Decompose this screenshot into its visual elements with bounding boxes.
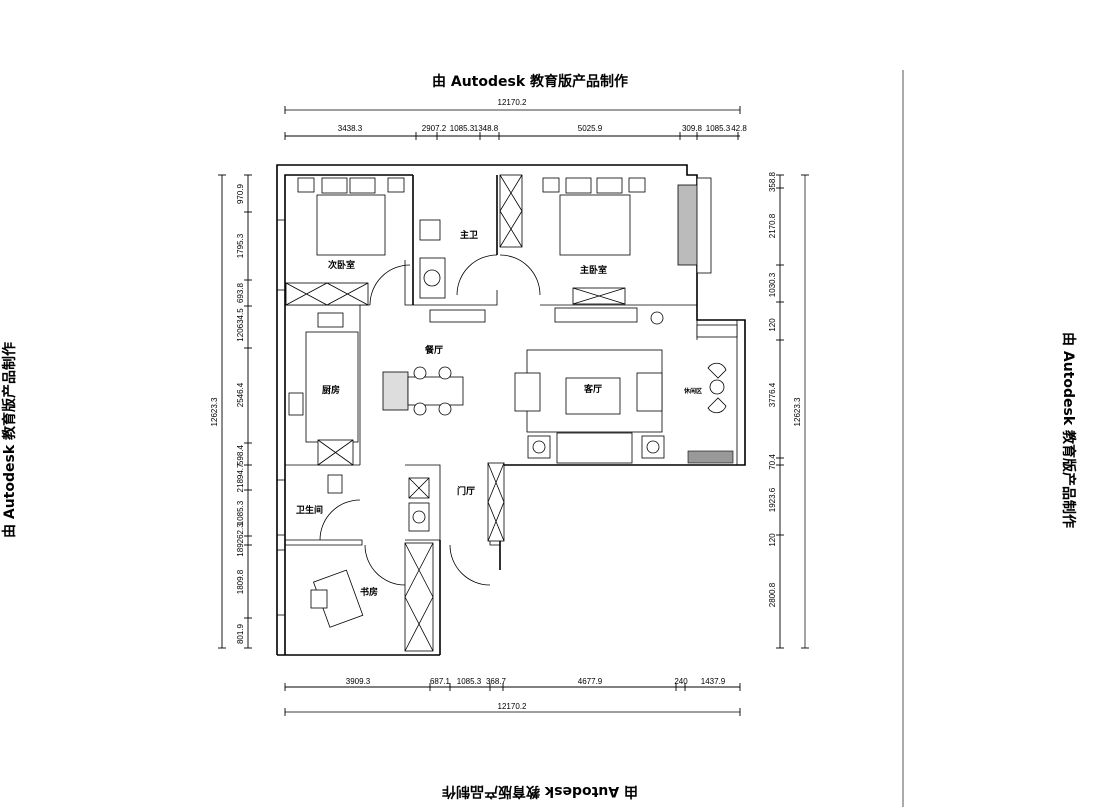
room-label-living: 客厅	[583, 383, 602, 395]
svg-text:1085.3: 1085.3	[457, 677, 482, 686]
furniture	[285, 174, 738, 652]
svg-text:42.8: 42.8	[731, 124, 747, 133]
right-dimension: 358.8 2170.8 1030.3 120 3776.4 70.4 1923…	[768, 171, 809, 649]
bed-master-bedroom	[559, 194, 631, 256]
svg-text:2546.4: 2546.4	[236, 382, 245, 407]
svg-text:189262.3: 189262.3	[236, 523, 245, 557]
svg-text:5025.9: 5025.9	[578, 124, 603, 133]
room-label-second-bedroom: 次卧室	[328, 259, 355, 271]
svg-text:1085.3: 1085.3	[236, 500, 245, 525]
armchair-left	[514, 372, 541, 412]
room-label-master-bath: 主卫	[460, 229, 478, 241]
watermark-top: 由 Autodesk 教育版产品制作	[432, 73, 628, 90]
toilet-bathroom	[327, 474, 343, 494]
svg-text:120634.5: 120634.5	[236, 308, 245, 342]
svg-text:3909.3: 3909.3	[346, 677, 371, 686]
svg-text:801.9: 801.9	[236, 623, 245, 644]
room-label-dining: 餐厅	[424, 344, 443, 356]
sofa	[556, 432, 633, 464]
svg-text:358.8: 358.8	[768, 171, 777, 192]
svg-text:1348.8: 1348.8	[474, 124, 499, 133]
svg-text:693.8: 693.8	[236, 282, 245, 303]
top-dimension: 12170.2 3438.3 2907.2 1085.3 1348.8 5025…	[284, 98, 747, 140]
dining-table	[407, 376, 464, 406]
svg-text:368.7: 368.7	[486, 677, 507, 686]
room-label-bathroom: 卫生间	[296, 504, 323, 516]
dim-left-total: 12623.3	[210, 397, 219, 426]
svg-text:21894.7: 21894.7	[236, 463, 245, 492]
toilet-master	[419, 219, 441, 241]
dim-bottom-total: 12170.2	[498, 702, 527, 711]
svg-text:309.8: 309.8	[682, 124, 703, 133]
svg-text:2800.8: 2800.8	[768, 582, 777, 607]
armchair-right	[636, 372, 663, 412]
svg-text:2170.8: 2170.8	[768, 213, 777, 238]
svg-text:120: 120	[768, 533, 777, 547]
svg-text:120: 120	[768, 318, 777, 332]
room-label-kitchen: 厨房	[322, 384, 340, 396]
room-label-master-bedroom: 主卧室	[580, 264, 607, 276]
room-label-leisure: 休闲区	[683, 387, 702, 395]
room-label-study: 书房	[360, 586, 378, 598]
watermark-bottom: 由 Autodesk 教育版产品制作	[442, 783, 638, 800]
dim-right-total: 12623.3	[793, 397, 802, 426]
svg-text:3776.4: 3776.4	[768, 382, 777, 407]
svg-text:1085.3: 1085.3	[450, 124, 475, 133]
watermark-left: 由 Autodesk 教育版产品制作	[1, 342, 18, 538]
svg-text:4677.9: 4677.9	[578, 677, 603, 686]
svg-text:970.9: 970.9	[236, 183, 245, 204]
svg-text:1923.6: 1923.6	[768, 487, 777, 512]
study-wardrobe	[404, 542, 434, 652]
svg-text:1437.9: 1437.9	[701, 677, 726, 686]
bed-second-bedroom	[316, 194, 386, 256]
svg-text:240: 240	[674, 677, 688, 686]
svg-text:1795.3: 1795.3	[236, 233, 245, 258]
room-label-foyer: 门厅	[457, 485, 475, 497]
wardrobe-master	[499, 174, 523, 248]
svg-text:598.4: 598.4	[236, 444, 245, 465]
dim-top-total: 12170.2	[498, 98, 527, 107]
desk-chair	[310, 589, 328, 609]
coffee-table	[565, 377, 621, 415]
svg-text:1030.3: 1030.3	[768, 272, 777, 297]
svg-text:3438.3: 3438.3	[338, 124, 363, 133]
watermark-right: 由 Autodesk 教育版产品制作	[1060, 332, 1077, 528]
svg-text:70.4: 70.4	[768, 454, 777, 470]
left-dimension: 12623.3 970.9 1795.3 693.8 120634.5 2546…	[210, 174, 252, 649]
svg-text:687.1: 687.1	[430, 677, 451, 686]
wardrobe	[285, 282, 369, 306]
svg-text:1809.8: 1809.8	[236, 569, 245, 594]
svg-text:1085.3: 1085.3	[706, 124, 731, 133]
bottom-dimension: 3909.3 687.1 1085.3 368.7 4677.9 240 143…	[284, 677, 741, 716]
svg-text:2907.2: 2907.2	[422, 124, 447, 133]
